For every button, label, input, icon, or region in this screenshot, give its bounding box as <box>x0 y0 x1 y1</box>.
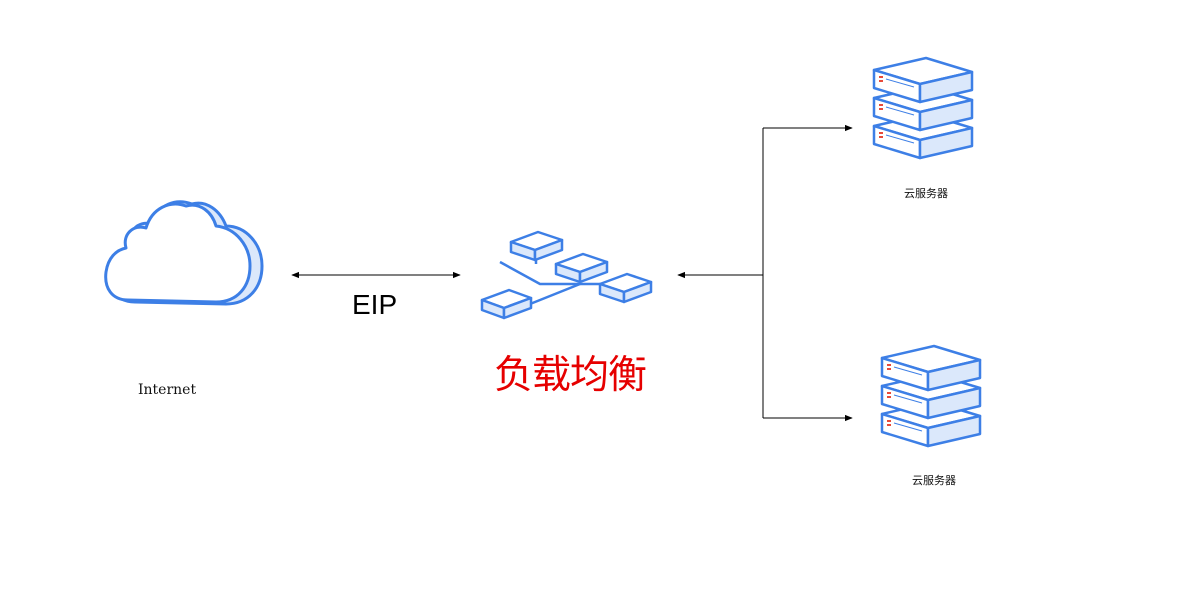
load-balancer-label: 负载均衡 <box>494 353 647 398</box>
internet-label: Internet <box>138 382 197 398</box>
server-label: 云服务器 <box>912 474 956 487</box>
server-label: 云服务器 <box>904 187 948 200</box>
load-balancer-icon <box>480 230 653 320</box>
eip-label: EIP <box>352 289 398 320</box>
server-stack-icon <box>872 56 974 160</box>
server-stack-icon <box>880 344 982 448</box>
cloud-icon <box>104 200 264 306</box>
